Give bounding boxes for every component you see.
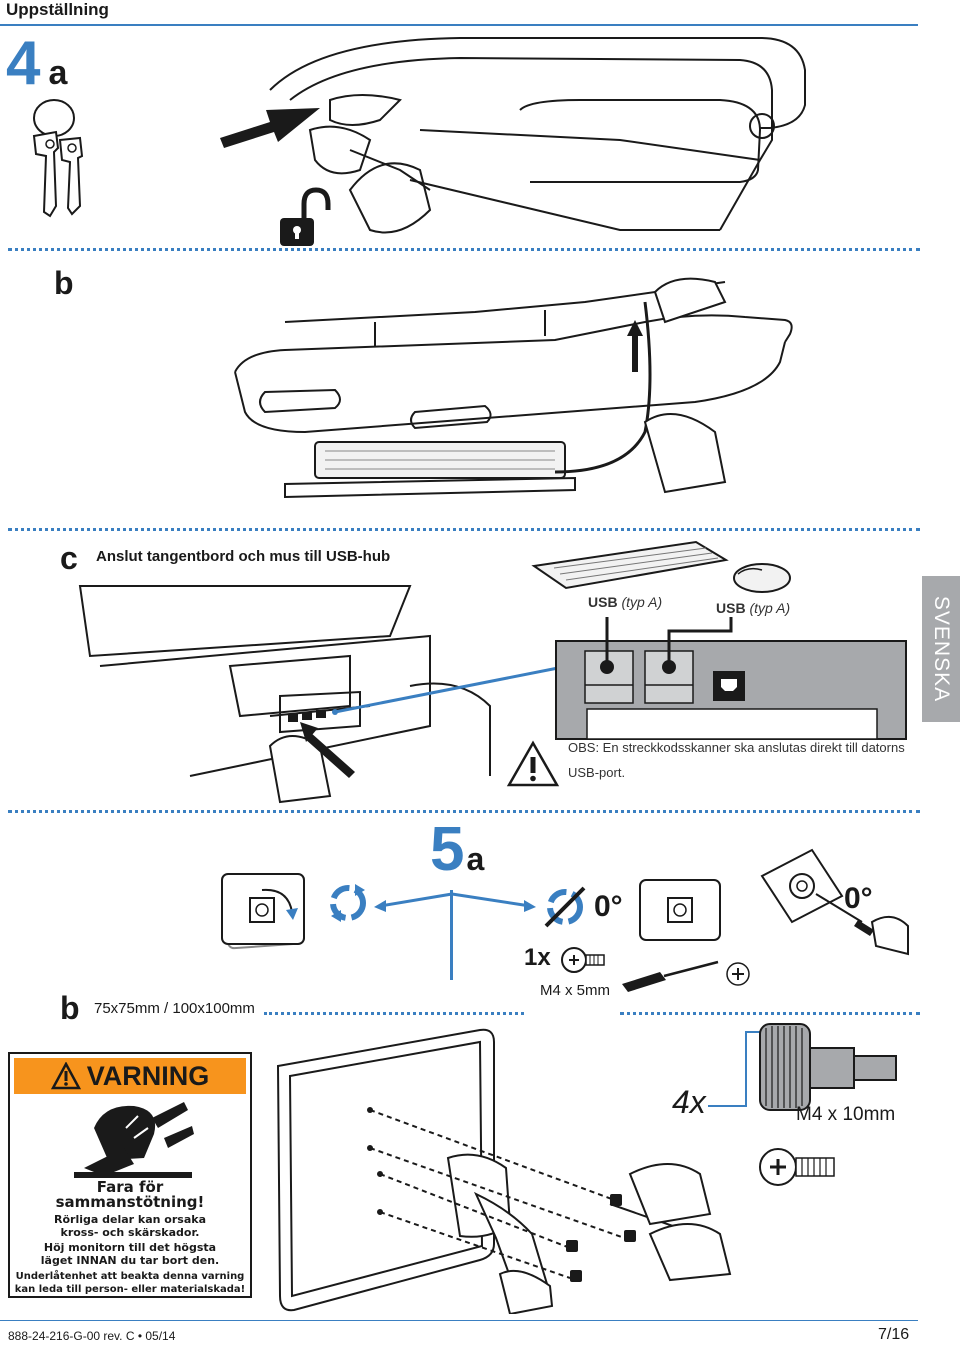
caution-triangle-icon [506,740,560,787]
step-4b-label: b [54,265,74,301]
keyboard-icon [314,441,566,479]
note-line-2: USB-port. [568,765,626,780]
step-5b-label: b [60,990,80,1026]
step-5a-pointer-stem [450,890,453,980]
header-rule [0,24,918,26]
step-5a-label: 5a [430,814,484,885]
step-5a-pointers [374,892,536,912]
warning-heading-2: sammanstötning! [55,1193,205,1211]
warning-line-2: kross- och skärskador. [60,1226,200,1239]
divider-dotted [8,248,920,251]
divider-dotted [8,810,920,813]
step-number: 5 [430,815,465,884]
unlocked-padlock-icon [280,187,331,246]
keyboard-icon [531,540,729,590]
step-4c-caption: Anslut tangentbord och mus till USB-hub [96,548,391,565]
usb-port-a-1 [584,650,634,704]
screw-large-icon [759,1148,835,1186]
warning-triangle-icon [50,1062,81,1090]
warning-title: VARNING [86,1060,210,1091]
rotate-disallowed-icon [544,886,586,928]
warning-line-1: Rörliga delar kan orsaka [54,1213,206,1226]
page-title: Uppställning [6,0,109,19]
cart-unlock-illustration [220,37,806,246]
step-4c-label: c [60,540,78,576]
divider-dotted [620,1012,920,1015]
language-tab: SVENSKA [922,576,960,722]
cart-side-illustration [78,585,491,804]
note-line-1: OBS: En streckkodsskanner ska anslutas d… [568,740,905,755]
step-number: 4 [6,29,41,98]
detail-pointer-line [332,666,559,715]
warning-line-4: läget INNAN du tar bort den. [40,1254,220,1267]
screw-small-icon [561,947,605,973]
warning-box: VARNING Fara för sammanstötning! Rörliga… [8,1052,252,1298]
rotated-mount-illustration [221,873,305,950]
usb-label-1: USB (typ A) [588,594,663,610]
keyboard-mouse-illustration [531,540,791,593]
rotate-allowed-icon [330,884,366,922]
vesa-size-label: 75x75mm / 100x100mm [94,1000,255,1017]
warning-line-5: Underlåtenhet att beakta denna varning [15,1271,245,1282]
page-number: 7/16 [878,1326,910,1343]
screw-small-count: 1x [524,944,551,971]
rotation-degree-1: 0° [594,890,623,923]
step-letter: a [48,54,68,92]
screw-large-size: M4 x 10mm [796,1104,896,1125]
keys-icon [32,99,84,218]
document-code: 888-24-216-G-00 rev. C • 05/14 [8,1329,176,1343]
warning-heading-1: Fara för [96,1178,164,1196]
screw-large-count: 4x [672,1084,706,1120]
divider-dotted [264,1012,524,1015]
divider-dotted [8,528,920,531]
screw-small-size: M4 x 5mm [540,982,611,999]
crush-hazard-icon [74,1102,194,1178]
usb-port-b [713,671,745,701]
warning-line-3: Höj monitorn till det högsta [43,1241,217,1254]
rotation-degree-2: 0° [844,882,873,915]
monitor-mount-illustration [276,1028,732,1314]
vesa-plate-illustration [760,848,909,956]
usb-hub-panel [555,617,907,740]
mouse-icon [733,563,791,593]
warning-line-6: kan leda till person- eller materialskad… [14,1284,246,1295]
step-letter: a [466,841,485,877]
warning-header: VARNING [14,1058,246,1094]
footer-rule [0,1320,918,1321]
straight-mount-illustration [639,879,721,941]
usb-label-2: USB (typ A) [716,600,791,616]
thumbscrew-illustration [708,1023,897,1111]
screwdriver-icon [622,960,750,992]
cart-cable-illustration [234,277,793,499]
